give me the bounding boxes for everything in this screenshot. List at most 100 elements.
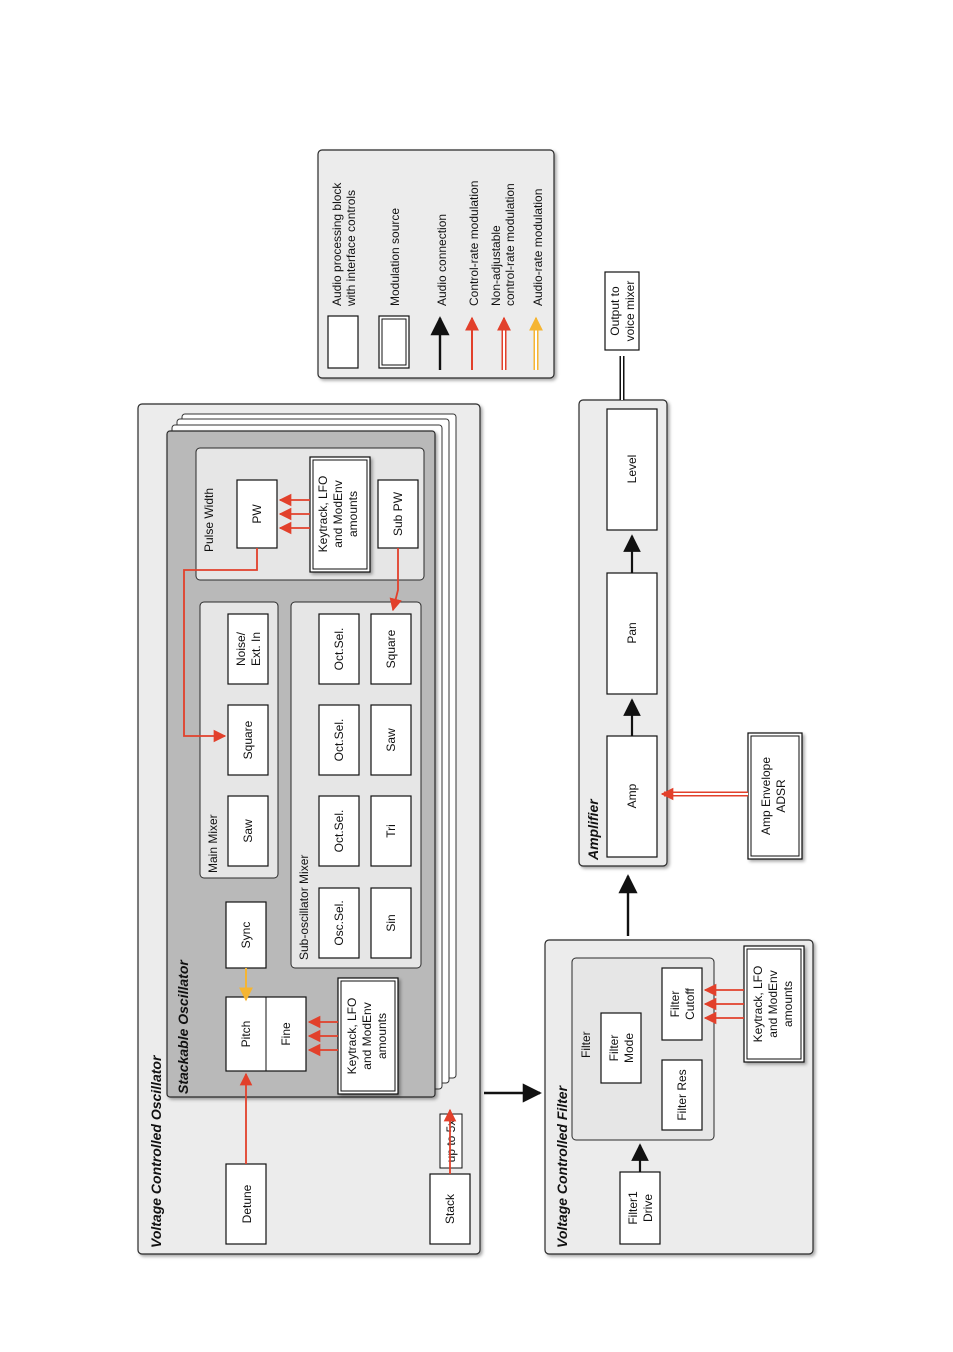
- amp-control[interactable]: [606, 735, 658, 858]
- sub-oct-sel-2-control[interactable]: [318, 704, 360, 776]
- filter-cutoff-line2: Cutoff: [683, 987, 697, 1019]
- filter-mode-control[interactable]: [600, 1012, 642, 1084]
- sub-osc-sel-label: Osc.Sel.: [332, 900, 346, 945]
- pitch-mod-line3: amounts: [375, 1013, 389, 1059]
- vcf-section: Voltage Controlled Filter Filter1 Drive …: [544, 874, 814, 1255]
- noise-control[interactable]: [227, 613, 269, 685]
- sub-square-control[interactable]: [370, 613, 412, 685]
- vcf-title: Voltage Controlled Filter: [554, 1084, 570, 1248]
- filter-cutoff-control[interactable]: [661, 967, 703, 1041]
- filter-mod-line2: and ModEnv: [766, 970, 780, 1037]
- level-label: Level: [625, 455, 639, 484]
- amp-env-line1: Amp Envelope: [759, 757, 773, 835]
- sub-square-label: Square: [384, 629, 398, 668]
- filter-mod-outer: [743, 945, 805, 1063]
- output-line1: Output to: [608, 286, 622, 336]
- pw-to-square-arrow: [183, 548, 258, 743]
- legend-control-label: Control-rate modulation: [467, 181, 481, 306]
- fine-label[interactable]: Fine: [279, 1022, 293, 1046]
- filter-mod-source: [743, 945, 805, 1063]
- sub-osc-sel-control[interactable]: [318, 887, 360, 959]
- legend-block-swatch: [327, 315, 359, 369]
- sub-tri-label: Tri: [384, 824, 398, 838]
- pw-mod-inner: [312, 459, 368, 570]
- main-saw-label: Saw: [241, 819, 255, 843]
- pan-control[interactable]: [606, 572, 658, 695]
- sub-oct-sel-3-control[interactable]: [318, 613, 360, 685]
- noise-label-line1: Noise/: [234, 631, 248, 666]
- amp-env-source: [747, 732, 803, 860]
- sub-pw-control[interactable]: [377, 479, 419, 549]
- output-box: [604, 271, 640, 351]
- pan-label: Pan: [625, 622, 639, 643]
- filter-cutoff-line1: Filter: [668, 991, 682, 1018]
- sub-oct-sel-1-label: Oct.Sel.: [332, 810, 346, 853]
- amp-label: Amp: [625, 783, 639, 808]
- detune-control[interactable]: [225, 1163, 267, 1245]
- noise-label-line2: Ext. In: [249, 632, 263, 666]
- sub-oct-sel-2-label: Oct.Sel.: [332, 719, 346, 762]
- main-mixer-title: Main Mixer: [206, 814, 220, 873]
- filter-mod-line1: Keytrack, LFO: [751, 966, 765, 1043]
- pw-mod-source: [309, 456, 371, 573]
- filter-mode-line1: Filter: [607, 1035, 621, 1062]
- detune-label: Detune: [240, 1184, 254, 1223]
- stackable-oscillator-title: Stackable Oscillator: [175, 959, 191, 1094]
- legend-nonadj-line2: control-rate modulation: [503, 183, 517, 306]
- legend: Audio processing block with interface co…: [317, 149, 555, 379]
- amp-env-line2: ADSR: [774, 779, 788, 813]
- legend-panel: [317, 149, 555, 379]
- legend-mod-swatch-outer: [378, 315, 410, 369]
- pitch-label[interactable]: Pitch: [239, 1021, 253, 1048]
- pitch-mod-outer: [337, 977, 399, 1095]
- pw-mod-line2: and ModEnv: [331, 480, 345, 547]
- sub-pw-label: Sub PW: [391, 491, 405, 536]
- sub-oct-sel-1-control[interactable]: [318, 795, 360, 867]
- filter-drive-control[interactable]: [619, 1171, 661, 1245]
- stack-label: Stack: [443, 1193, 457, 1224]
- vco-section: Voltage Controlled Oscillator Stackable …: [137, 403, 542, 1255]
- main-square-label: Square: [241, 720, 255, 759]
- legend-audiorate-label: Audio-rate modulation: [531, 189, 545, 306]
- sub-mixer-title: Sub-oscillator Mixer: [297, 855, 311, 960]
- legend-mod-source-label: Modulation source: [388, 208, 402, 306]
- pw-mod-line1: Keytrack, LFO: [316, 476, 330, 553]
- sub-saw-label: Saw: [384, 728, 398, 752]
- filter-drive-line2: Drive: [641, 1194, 655, 1222]
- legend-block-line2: with interface controls: [344, 190, 358, 307]
- filter-drive-line1: Filter1: [626, 1191, 640, 1225]
- filter-mod-inner: [746, 948, 802, 1060]
- legend-audio-label: Audio connection: [435, 214, 449, 306]
- legend-mod-swatch-inner: [381, 318, 407, 366]
- pitch-mod-line1: Keytrack, LFO: [345, 998, 359, 1075]
- vco-title: Voltage Controlled Oscillator: [148, 1054, 164, 1248]
- sub-saw-control[interactable]: [370, 704, 412, 776]
- sub-tri-control[interactable]: [370, 795, 412, 867]
- main-square-control[interactable]: [227, 704, 269, 776]
- pitch-mod-line2: and ModEnv: [360, 1002, 374, 1069]
- output-line2: voice mixer: [623, 281, 637, 342]
- up-to-label: up to 5x: [444, 1120, 458, 1163]
- sync-label: Sync: [239, 922, 253, 949]
- filter-title: Filter: [579, 1031, 593, 1058]
- sub-sin-label: Sin: [384, 914, 398, 931]
- pw-mod-outer: [309, 456, 371, 573]
- sync-control[interactable]: [225, 901, 267, 969]
- sub-oct-sel-3-label: Oct.Sel.: [332, 628, 346, 671]
- pitch-mod-inner: [340, 980, 396, 1092]
- level-control[interactable]: [606, 408, 658, 531]
- filter-mode-line2: Mode: [622, 1033, 636, 1063]
- legend-nonadj-line1: Non-adjustable: [489, 225, 503, 306]
- pw-mod-line3: amounts: [346, 491, 360, 537]
- main-saw-control[interactable]: [227, 795, 269, 867]
- amplifier-title: Amplifier: [585, 798, 601, 861]
- filter-res-label: Filter Res: [675, 1069, 689, 1120]
- amp-env-outer: [747, 732, 803, 860]
- subpw-to-sub-square-arrow: [389, 548, 402, 612]
- filter-res-control[interactable]: [661, 1059, 703, 1131]
- sub-mixer-panel: [290, 601, 422, 969]
- filter-mod-line3: amounts: [781, 981, 795, 1027]
- sub-sin-control[interactable]: [370, 887, 412, 959]
- pulse-width-title: Pulse Width: [202, 488, 216, 552]
- pw-label: PW: [250, 504, 264, 524]
